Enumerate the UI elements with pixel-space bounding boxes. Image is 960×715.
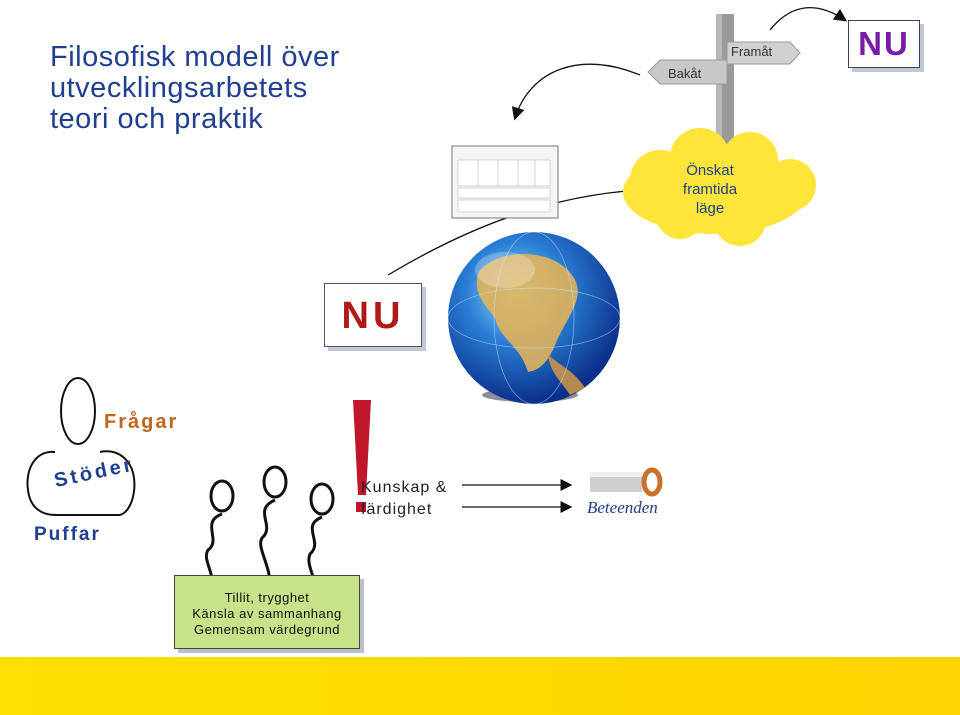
sign-forward-label: Framåt	[731, 44, 773, 59]
cloud-line-1: Önskat	[686, 162, 734, 179]
foundation-line-2: Känsla av sammanhang	[192, 606, 342, 621]
nu-middle-box: NU	[324, 283, 422, 347]
coach-figure	[26, 377, 136, 516]
cloud-line-3: läge	[695, 200, 725, 217]
foundation-box	[174, 575, 360, 649]
cloud-shape	[623, 128, 816, 246]
arrow-to-nu-top	[769, 7, 848, 31]
title-line-3: teori och praktik	[50, 103, 264, 135]
knowledge-line-1: Kunskap &	[361, 479, 448, 496]
signpost	[647, 14, 801, 164]
cloud-line-2: framtida	[682, 181, 738, 198]
foundation-label: Tillit, trygghet Känsla av sammanhang Ge…	[174, 590, 360, 638]
label-fragar: Frågar	[104, 411, 179, 433]
foundation-line-1: Tillit, trygghet	[224, 590, 310, 605]
globe-icon	[447, 231, 621, 405]
document-thumbnail	[451, 145, 559, 219]
foundation-line-3: Gemensam värdegrund	[193, 622, 341, 637]
exclamation-icon	[353, 400, 371, 512]
title-line-1: Filosofisk modell över	[50, 41, 340, 73]
bottom-bar	[0, 657, 960, 715]
arrow-back-curve	[511, 63, 641, 121]
title-line-2: utvecklingsarbetets	[50, 72, 308, 104]
knowledge-label: Kunskap & färdighet	[361, 477, 447, 521]
cloud-label: Önskat framtida läge	[650, 161, 770, 218]
behavior-scale-icon	[590, 467, 663, 497]
behavior-label: Beteenden	[587, 498, 658, 517]
label-puffar: Puffar	[34, 524, 101, 545]
nu-top-box: NU	[848, 20, 920, 68]
sign-back-label: Bakåt	[668, 66, 702, 81]
knowledge-line-2: färdighet	[361, 501, 433, 518]
page-title: Filosofisk modell över utvecklingsarbete…	[50, 42, 430, 135]
